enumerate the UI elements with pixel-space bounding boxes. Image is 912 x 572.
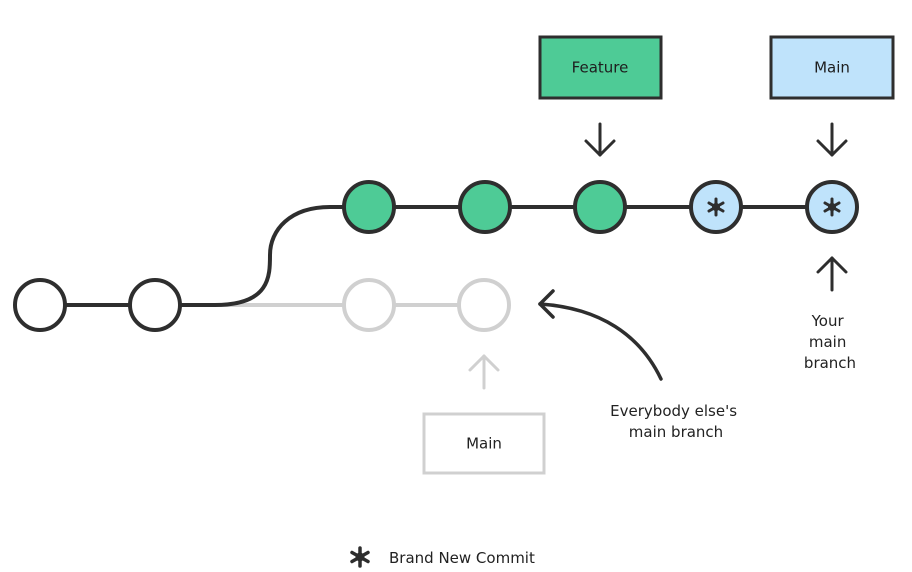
faded-branch: Main <box>182 278 546 475</box>
legend: Brand New Commit <box>350 546 535 568</box>
your-main-note: Your main branch <box>804 312 856 372</box>
base-commit-1 <box>13 278 67 332</box>
faded-arrow-icon <box>468 354 500 390</box>
branch-curve <box>214 205 331 307</box>
everybody-note-line-1: Everybody else's <box>610 402 737 420</box>
legend-label: Brand New Commit <box>389 549 535 567</box>
your-main-note-line-1: Your <box>811 312 845 330</box>
feature-commit-2 <box>458 180 512 234</box>
main-top-label: Main <box>814 59 850 77</box>
base-commit-2 <box>128 278 182 332</box>
main-bottom-label: Main <box>466 435 502 453</box>
feature-arrow-icon <box>584 122 616 157</box>
legend-asterisk-icon <box>350 546 370 568</box>
feature-label: Feature <box>572 59 629 77</box>
main-bottom-box: Main <box>422 412 546 475</box>
your-main-note-line-2: main <box>809 333 846 351</box>
your-main-note-line-3: branch <box>804 354 856 372</box>
curved-arrow-icon <box>538 289 663 381</box>
main-line <box>13 205 832 332</box>
main-top-arrow-icon <box>816 122 848 157</box>
your-main-arrow-icon <box>816 256 848 292</box>
asterisk-icon <box>823 197 841 217</box>
feature-commit-3 <box>573 180 627 234</box>
everybody-note: Everybody else's main branch <box>610 402 742 441</box>
faded-commit-2 <box>457 278 511 332</box>
faded-commit-1 <box>342 278 396 332</box>
asterisk-icon <box>707 197 725 217</box>
everybody-note-line-2: main branch <box>629 423 723 441</box>
main-top-box: Main <box>769 35 895 100</box>
feature-box: Feature <box>538 35 663 100</box>
feature-commits <box>342 180 627 234</box>
new-commits <box>689 180 859 234</box>
feature-commit-1 <box>342 180 396 234</box>
